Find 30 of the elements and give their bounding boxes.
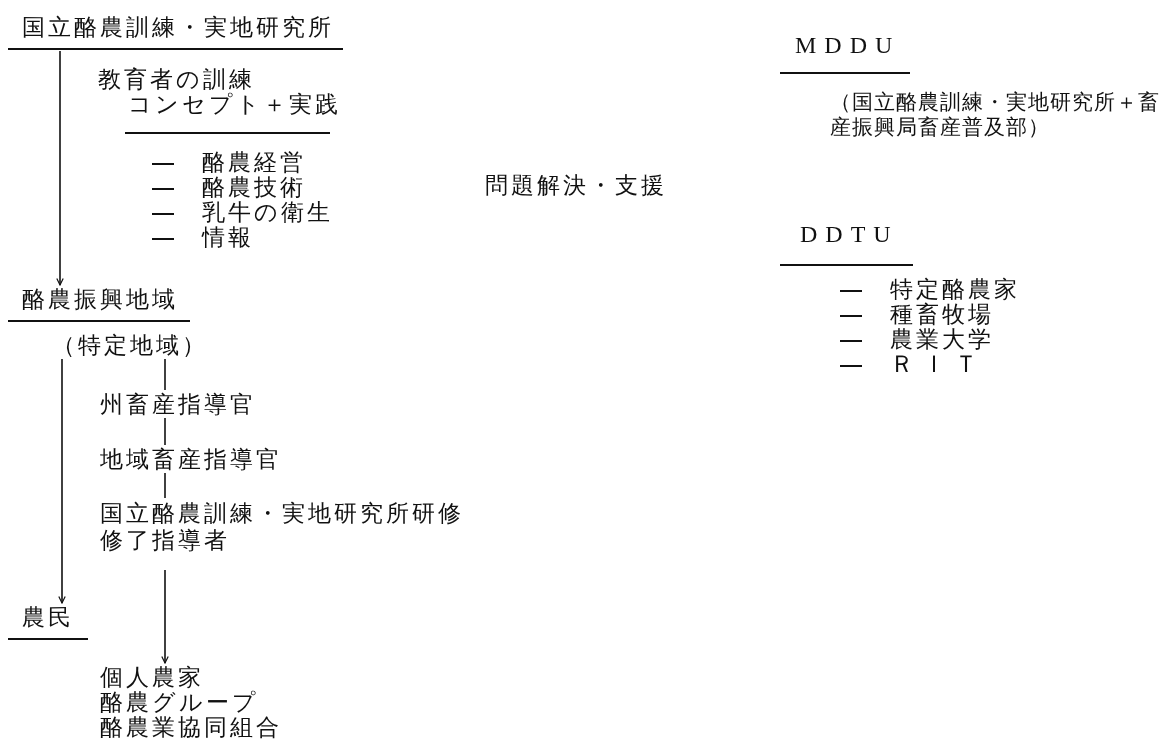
list-item: 特定酪農家 <box>890 277 1020 302</box>
list-item: 乳牛の衛生 <box>202 200 333 225</box>
role-text: 州畜産指導官 <box>100 392 256 417</box>
heading: 酪農振興地域 <box>8 287 190 322</box>
list-item: 酪農業協同組合 <box>100 715 282 740</box>
role-text: 地域畜産指導官 <box>100 447 282 472</box>
list-item: ＲＩＴ <box>890 352 986 377</box>
arrow <box>161 569 169 664</box>
heading: DDTU <box>800 222 899 247</box>
list-item: 情報 <box>202 225 254 250</box>
list-item: 酪農技術 <box>202 175 306 200</box>
list-item: 個人農家 <box>100 665 205 690</box>
list-item: 酪農グループ <box>100 690 260 715</box>
role-text: 国立酪農訓練・実地研究所研修修了指導者 <box>100 500 470 554</box>
heading: 農民 <box>8 605 88 640</box>
arrow <box>56 50 64 286</box>
region-text: （特定地域） <box>52 333 208 358</box>
text: コンセプト＋実践 <box>128 92 341 117</box>
list-item: 種畜牧場 <box>890 302 994 327</box>
text: （国立酪農訓練・実地研究所＋畜産振興局畜産普及部） <box>830 90 1160 140</box>
connector-line <box>164 358 166 391</box>
list-item: 農業大学 <box>890 327 994 352</box>
heading: MDDU <box>795 33 901 58</box>
heading: 国立酪農訓練・実地研究所 <box>8 15 343 50</box>
connector-line <box>164 472 166 499</box>
connector-line <box>164 417 166 446</box>
arrow <box>58 358 66 604</box>
text: 問題解決・支援 <box>485 173 667 198</box>
text: 教育者の訓練 <box>98 67 255 92</box>
list-item: 酪農経営 <box>202 150 306 175</box>
